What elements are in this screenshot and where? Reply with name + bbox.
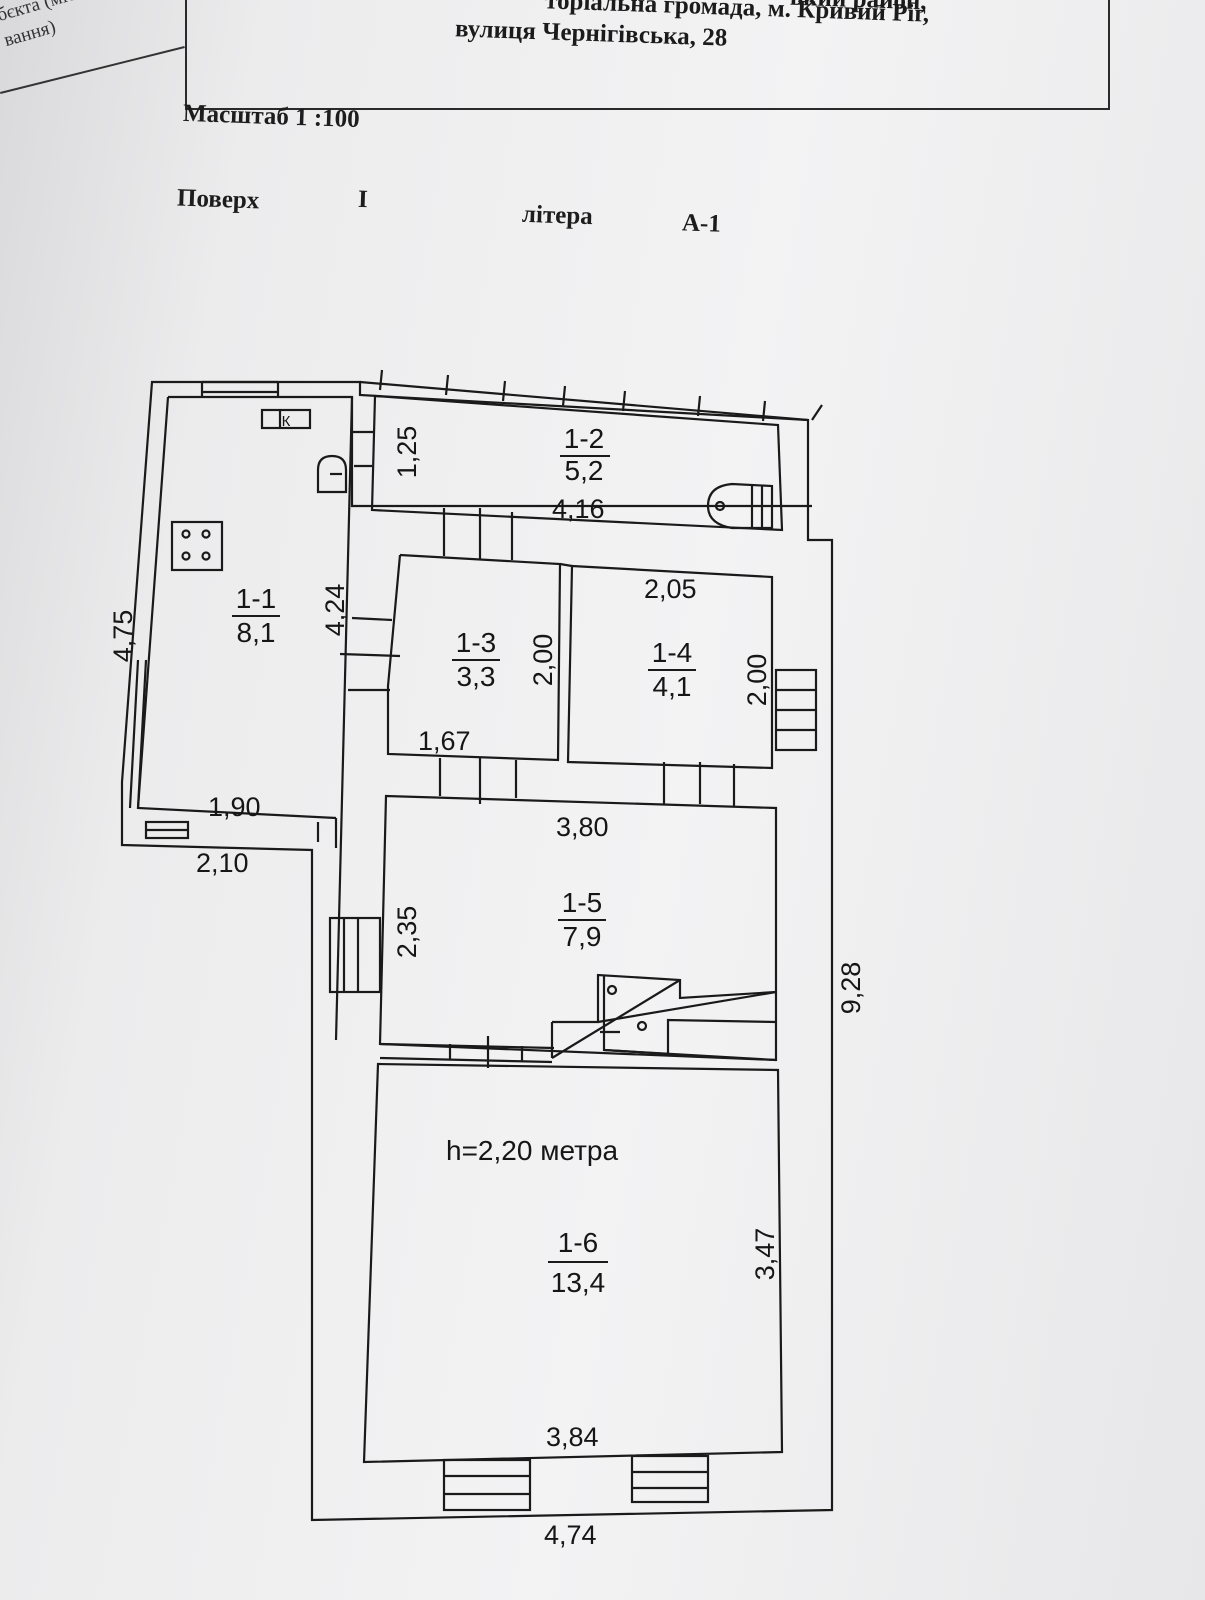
dim-4-16: 4,16 xyxy=(552,494,605,524)
room-1-3-area: 3,3 xyxy=(457,661,496,692)
dim-2-35: 2,35 xyxy=(392,906,422,959)
room-1-5-id: 1-5 xyxy=(562,887,602,918)
wall-room-1-4 xyxy=(566,564,774,770)
stove-label: К xyxy=(282,413,291,430)
dim-2-10: 2,10 xyxy=(196,848,249,878)
dim-9-28: 9,28 xyxy=(836,962,866,1015)
room-1-4-area: 4,1 xyxy=(653,671,692,702)
dim-2-00-a: 2,00 xyxy=(528,634,558,687)
cooktop-icon xyxy=(170,520,224,572)
height-note: h=2,20 метра xyxy=(446,1135,618,1166)
dim-4-24: 4,24 xyxy=(320,584,350,637)
room-1-2-id: 1-2 xyxy=(564,423,604,454)
dim-3-47: 3,47 xyxy=(750,1228,780,1281)
toilet-icon xyxy=(316,454,348,494)
bathtub-icon xyxy=(706,482,774,530)
dim-2-00-b: 2,00 xyxy=(742,654,772,707)
room-1-3-id: 1-3 xyxy=(456,627,496,658)
wall-outer xyxy=(120,380,834,1522)
room-1-6-id: 1-6 xyxy=(558,1227,598,1258)
wall-room-1-6 xyxy=(362,1062,784,1464)
wall-inner-outline xyxy=(168,395,812,508)
dim-1-90: 1,90 xyxy=(208,792,261,822)
room-1-4-id: 1-4 xyxy=(652,637,692,668)
room-1-1-id: 1-1 xyxy=(236,583,276,614)
staircase xyxy=(552,973,777,1024)
room-1-6-area: 13,4 xyxy=(551,1267,606,1298)
dim-2-05: 2,05 xyxy=(644,574,697,604)
header-box xyxy=(185,0,1110,110)
wall-room-1-3 xyxy=(386,553,562,762)
room-1-1-area: 8,1 xyxy=(237,617,276,648)
wall-room-1-2 xyxy=(370,394,784,532)
dim-3-84: 3,84 xyxy=(546,1422,599,1452)
room-1-5-area: 7,9 xyxy=(563,921,602,952)
dim-1-25: 1,25 xyxy=(392,426,422,479)
dim-4-74: 4,74 xyxy=(544,1520,597,1550)
dim-1-67: 1,67 xyxy=(418,726,471,756)
dim-3-80: 3,80 xyxy=(556,812,609,842)
room-1-2-area: 5,2 xyxy=(565,455,604,486)
stove-box xyxy=(260,408,312,430)
dim-4-75: 4,75 xyxy=(108,610,138,663)
